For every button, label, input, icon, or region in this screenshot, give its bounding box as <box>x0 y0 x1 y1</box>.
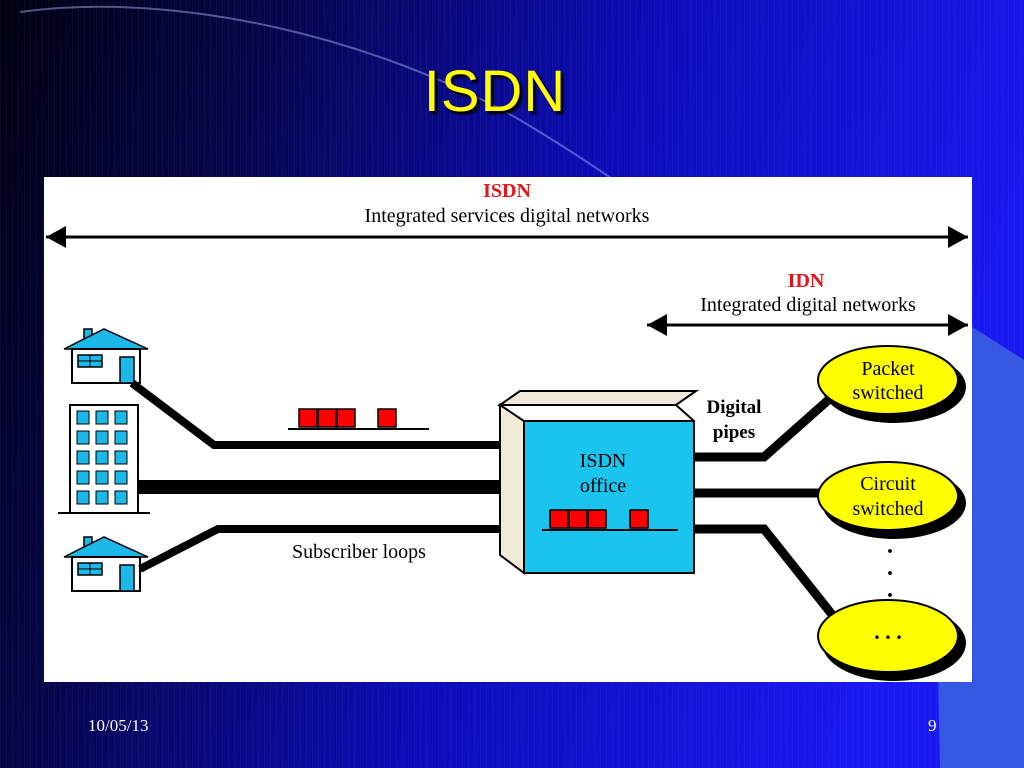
digital-pipes <box>694 391 838 620</box>
packet-switched-network: Packet switched <box>817 345 966 423</box>
isdn-label: ISDN <box>483 180 531 202</box>
isdn-span-arrow <box>46 226 968 248</box>
svg-text:.: . <box>887 577 893 603</box>
other-network: . . . <box>817 599 966 681</box>
subscriber-loops-label: Subscriber loops <box>292 541 426 563</box>
other-network-label: . . . <box>874 619 902 644</box>
office-building-icon <box>58 404 150 514</box>
office-label-line1: ISDN <box>580 450 627 472</box>
house-icon-2 <box>63 536 149 592</box>
subscriber-loops <box>129 379 514 573</box>
subscriber-loop-bottom <box>138 525 514 573</box>
slide-date: 10/05/13 <box>88 716 149 735</box>
data-packets-office <box>542 509 678 531</box>
circuit-label-line2: switched <box>852 498 923 520</box>
svg-text:.: . <box>887 555 893 581</box>
slide-title: ISDN <box>423 59 567 124</box>
idn-label: IDN <box>788 270 825 292</box>
svg-text:.: . <box>887 533 893 559</box>
slide-page-number: 9 <box>928 716 937 735</box>
isdn-caption: Integrated services digital networks <box>365 205 650 227</box>
isdn-diagram: ISDN Integrated services digital network… <box>44 177 972 682</box>
idn-span-arrow <box>647 314 968 336</box>
data-packets-loop <box>288 408 429 430</box>
subscriber-loop-top <box>129 379 514 449</box>
packet-label-line2: switched <box>852 382 923 404</box>
office-label-line2: office <box>580 475 626 497</box>
digital-pipe-other <box>694 524 838 620</box>
packet-label-line1: Packet <box>861 358 915 380</box>
digital-pipe-packet <box>694 391 837 462</box>
house-icon <box>63 328 149 384</box>
idn-caption: Integrated digital networks <box>700 294 916 316</box>
isdn-office: ISDN office <box>496 390 700 575</box>
digital-pipes-label-line2: pipes <box>713 422 755 443</box>
digital-pipes-label-line1: Digital <box>707 397 762 418</box>
vertical-ellipsis: . . . <box>887 533 893 603</box>
circuit-label-line1: Circuit <box>860 473 916 495</box>
circuit-switched-network: Circuit switched <box>817 461 966 539</box>
